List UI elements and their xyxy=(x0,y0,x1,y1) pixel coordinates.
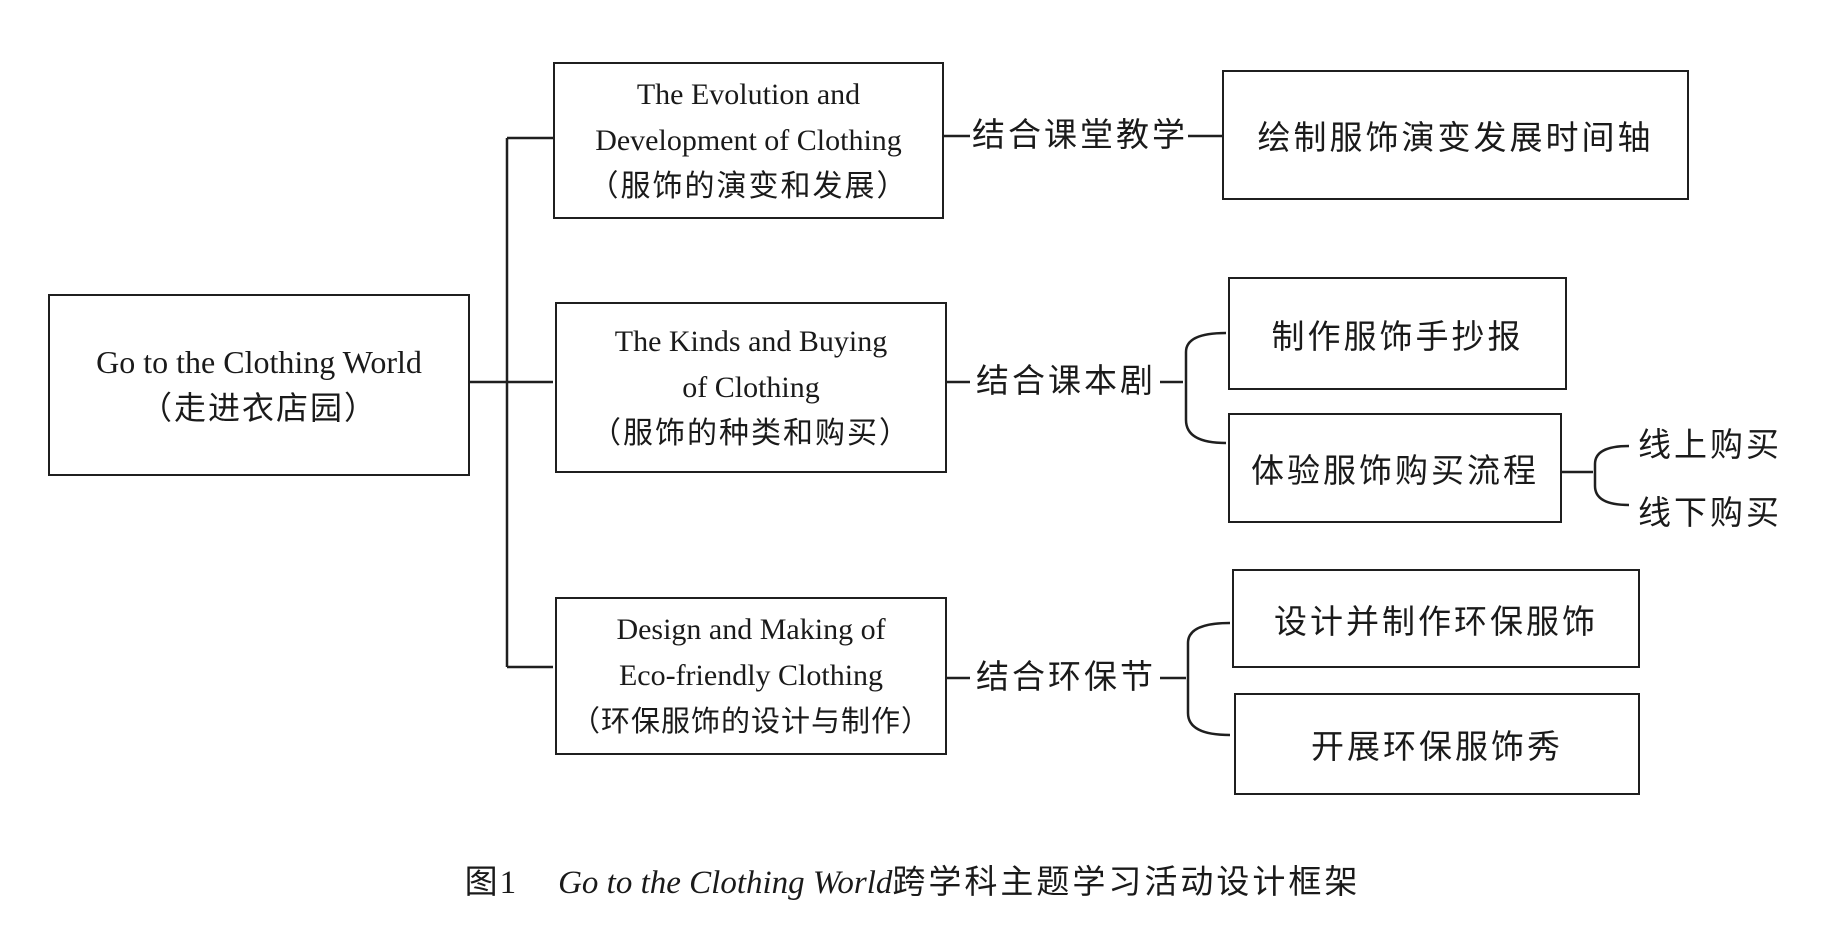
branch-kinds-en-line2: of Clothing xyxy=(682,370,820,404)
leaf-handwritten-newspaper-box: 制作服饰手抄报 xyxy=(1228,277,1567,390)
root-box: Go to the Clothing World （走进衣店园） xyxy=(48,294,470,476)
leaf-shopping-process-text: 体验服饰购买流程 xyxy=(1251,454,1539,490)
branch-kinds-box: The Kinds and Buying of Clothing （服饰的种类和… xyxy=(555,302,947,473)
figure-number: 图1 xyxy=(464,865,519,901)
leaf-shopping-process-box: 体验服饰购买流程 xyxy=(1228,413,1562,523)
figure-title-rest: 跨学科主题学习活动设计框架 xyxy=(892,865,1361,901)
branch-evolution-en-line2: Development of Clothing xyxy=(595,123,902,157)
sub-item-offline: 线下购买 xyxy=(1638,496,1782,532)
sub-item-online: 线上购买 xyxy=(1638,428,1782,464)
root-title-zh: （走进衣店园） xyxy=(139,390,378,426)
branch-evolution-box: The Evolution and Development of Clothin… xyxy=(553,62,944,219)
leaf-timeline-text: 绘制服饰演变发展时间轴 xyxy=(1257,121,1654,157)
connector-label-textbook-drama: 结合课本剧 xyxy=(976,362,1156,402)
branch-eco-en-line2: Eco-friendly Clothing xyxy=(618,659,884,692)
branch-evolution-en-line1: The Evolution and xyxy=(636,77,861,111)
leaf-timeline-box: 绘制服饰演变发展时间轴 xyxy=(1222,70,1689,200)
connector-label-eco-festival: 结合环保节 xyxy=(976,658,1156,698)
branch-eco-box: Design and Making of Eco-friendly Clothi… xyxy=(555,597,947,755)
branch-eco-zh: （环保服饰的设计与制作） xyxy=(570,706,931,738)
branch-kinds-zh: （服饰的种类和购买） xyxy=(591,416,911,450)
leaf-eco-fashion-show-box: 开展环保服饰秀 xyxy=(1234,693,1640,795)
leaf-eco-fashion-show-text: 开展环保服饰秀 xyxy=(1311,730,1563,766)
figure-caption: 图1 Go to the Clothing World跨学科主题学习活动设计框架 xyxy=(0,855,1825,903)
root-title-en: Go to the Clothing World xyxy=(96,344,422,380)
leaf-design-eco-clothing-text: 设计并制作环保服饰 xyxy=(1274,604,1598,641)
connector-label-classroom: 结合课堂教学 xyxy=(972,116,1188,156)
leaf-handwritten-newspaper-text: 制作服饰手抄报 xyxy=(1271,319,1524,356)
branch-kinds-en-line1: The Kinds and Buying xyxy=(614,324,888,358)
branch-eco-en-line1: Design and Making of xyxy=(616,613,886,646)
figure-title-italic: Go to the Clothing World xyxy=(558,865,893,901)
leaf-design-eco-clothing-box: 设计并制作环保服饰 xyxy=(1232,569,1640,668)
branch-evolution-zh: （服饰的演变和发展） xyxy=(588,169,909,203)
